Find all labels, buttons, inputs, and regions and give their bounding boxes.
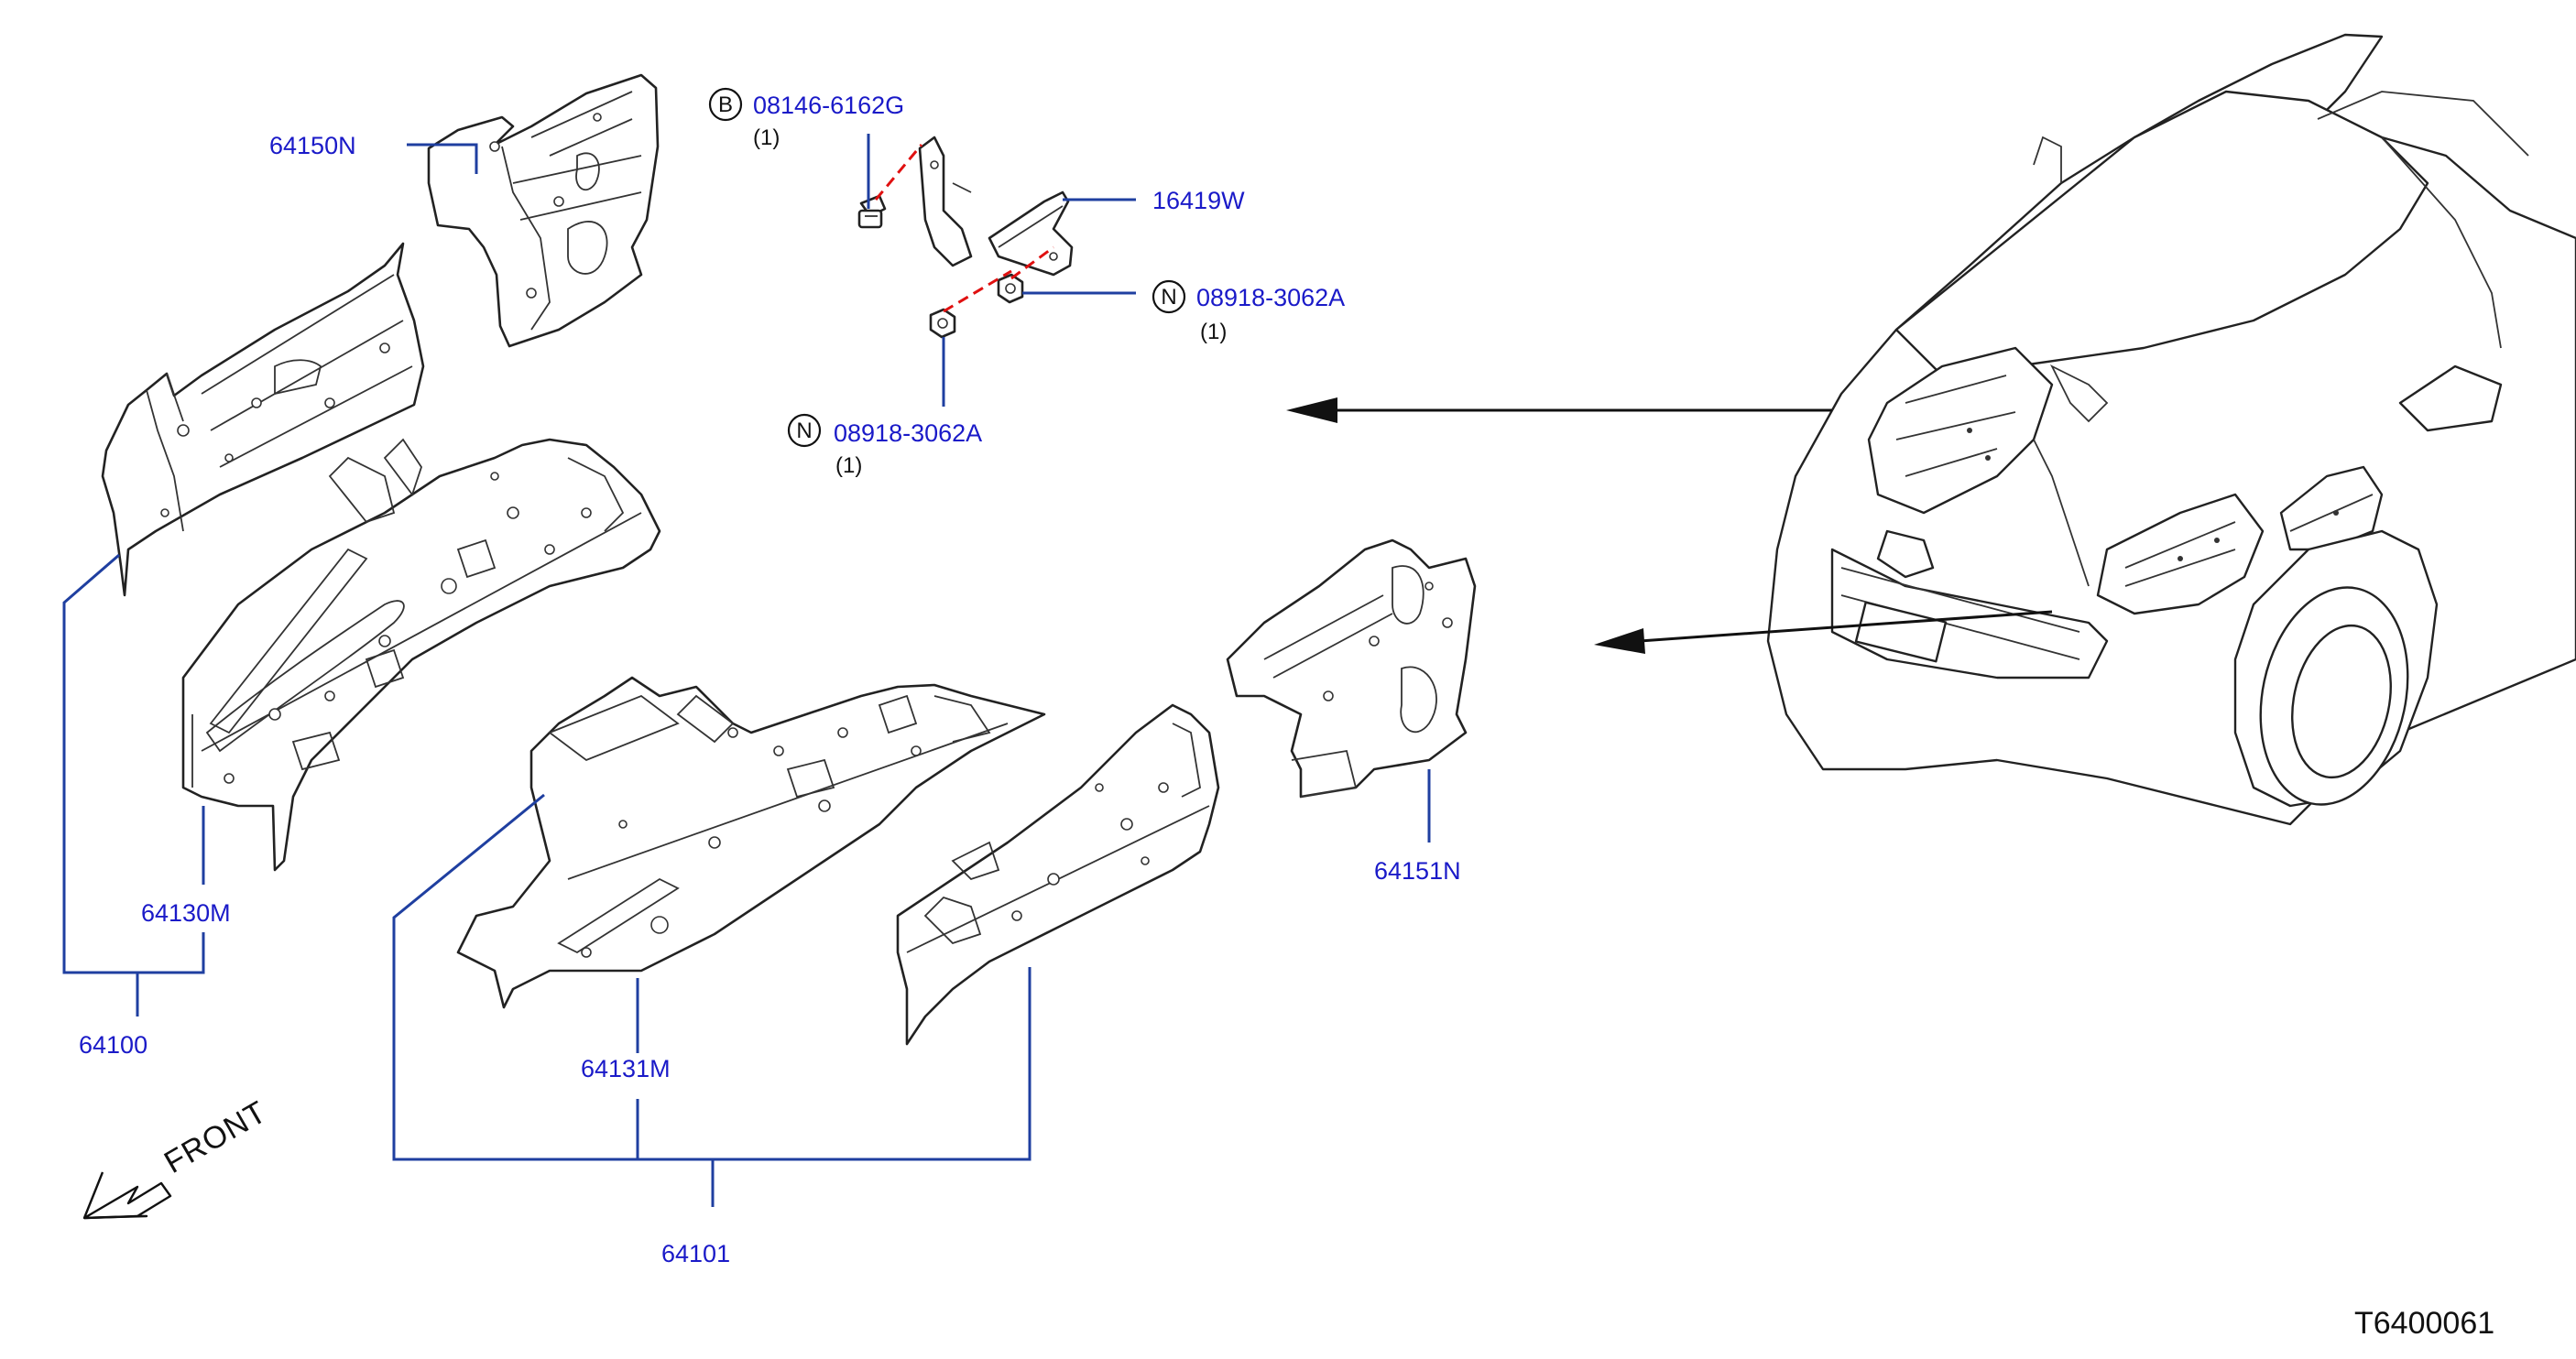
vehicle-illustration [1766, 33, 2576, 826]
nut-right-guide-line [1010, 245, 1054, 280]
part-64150n-drawing[interactable] [427, 73, 660, 348]
front-arrow-icon [82, 1181, 172, 1220]
bolt-guide-line [874, 144, 923, 201]
part-64151n-drawing[interactable] [1226, 538, 1477, 799]
front-arrowhead-icon [82, 1171, 138, 1220]
pointer-arrow-lower [1594, 610, 2053, 654]
label-bolt-part[interactable]: 08146-6162G [753, 92, 904, 119]
nut-right-symbol-circle [1152, 279, 1186, 314]
nut-left-symbol: N [796, 419, 812, 443]
bolt-callout[interactable]: B 08146-6162G (1) [708, 87, 904, 150]
part-64130m-floor-drawing[interactable] [181, 438, 661, 872]
nut-left-callout[interactable]: N 08918-3062A (1) [787, 413, 982, 478]
nut-right-symbol: N [1161, 285, 1176, 310]
front-label: FRONT [158, 1094, 273, 1180]
bolt-quantity: (1) [753, 125, 780, 150]
bracket-16419w-drawing[interactable] [918, 136, 1074, 277]
label-nut-left-part[interactable]: 08918-3062A [834, 419, 982, 447]
bolt-icon[interactable] [857, 194, 887, 229]
part-64130m-upper-drawing[interactable] [101, 242, 425, 597]
label-64150n[interactable]: 64150N [269, 132, 356, 159]
bolt-symbol: B [718, 92, 733, 117]
label-64100[interactable]: 64100 [79, 1031, 147, 1059]
label-64131m[interactable]: 64131M [581, 1055, 671, 1082]
label-64130m[interactable]: 64130M [141, 899, 231, 927]
nut-left-symbol-circle [787, 413, 822, 448]
part-64131m-drawing[interactable] [456, 676, 1046, 1009]
label-64101[interactable]: 64101 [661, 1240, 730, 1267]
nut-right-callout[interactable]: N 08918-3062A (1) [1152, 279, 1345, 344]
nut-left-guide-line [943, 269, 1012, 313]
label-nut-right-part[interactable]: 08918-3062A [1196, 284, 1345, 311]
label-64151n[interactable]: 64151N [1374, 857, 1461, 885]
leader-lines [62, 134, 1431, 1207]
nut-left-quantity: (1) [835, 453, 862, 478]
pointer-arrow-upper [1286, 397, 1832, 423]
nut-right-quantity: (1) [1200, 320, 1227, 344]
nut-left-icon[interactable] [929, 308, 956, 339]
front-indicator: FRONT [82, 1094, 273, 1220]
bolt-symbol-circle [708, 87, 743, 122]
label-16419w[interactable]: 16419W [1152, 187, 1245, 214]
diagram-code: T6400061 [2354, 1306, 2494, 1341]
nut-right-icon[interactable] [997, 273, 1024, 304]
part-apron-right-drawing[interactable] [896, 703, 1220, 1046]
